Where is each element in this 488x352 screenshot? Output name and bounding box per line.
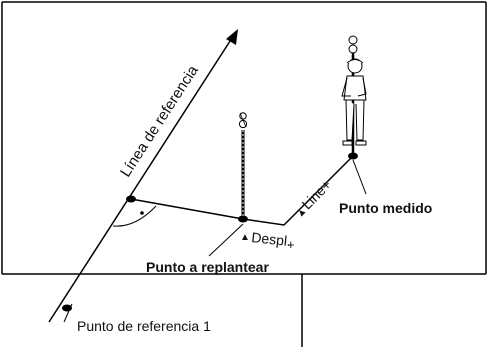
surveyor-with-pole-icon: [341, 35, 367, 154]
reference-point-label: Punto de referencia 1: [77, 318, 211, 334]
arrowhead-icon: [226, 29, 238, 45]
line-plus-label: Line+: [299, 177, 335, 213]
stakeout-point-leader: [208, 223, 244, 257]
right-angle-marker-icon: [112, 205, 157, 227]
measured-point-label: Punto medido: [339, 200, 432, 216]
measured-point-leader: [352, 159, 367, 195]
reference-line-label: Línea de referencia: [117, 62, 202, 180]
stakeout-point-label: Punto a replantear: [146, 259, 269, 275]
offset-label: Despl.: [251, 229, 292, 249]
measured-point-marker: [348, 152, 358, 160]
figure-frame: [1, 1, 487, 347]
offset-plus-sign: +: [287, 237, 295, 252]
stakeout-point-marker: [238, 215, 248, 223]
prism-pole-icon: [238, 112, 248, 217]
offset-marker: ▲: [240, 232, 250, 243]
offset-lines: [242, 155, 354, 226]
perpendicular-line: [130, 198, 244, 220]
reference-line: [48, 29, 238, 323]
reference-line-foot-marker: [126, 195, 136, 203]
reference-point-tick: [63, 303, 73, 323]
